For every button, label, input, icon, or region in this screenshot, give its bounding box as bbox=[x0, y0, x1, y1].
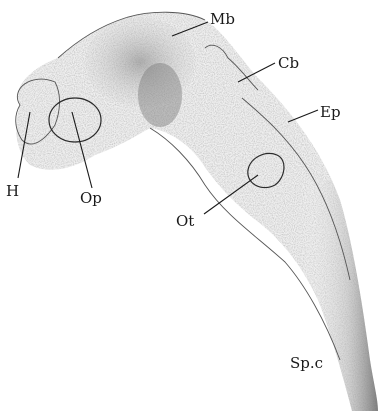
label-ot: Ot bbox=[176, 212, 194, 230]
label-mb: Mb bbox=[210, 10, 235, 28]
label-cb: Cb bbox=[278, 54, 299, 72]
label-op: Op bbox=[80, 189, 102, 207]
label-ep: Ep bbox=[320, 103, 341, 121]
leader-ep bbox=[288, 110, 318, 122]
label-h: H bbox=[6, 182, 19, 200]
label-spc: Sp.c bbox=[290, 354, 323, 372]
